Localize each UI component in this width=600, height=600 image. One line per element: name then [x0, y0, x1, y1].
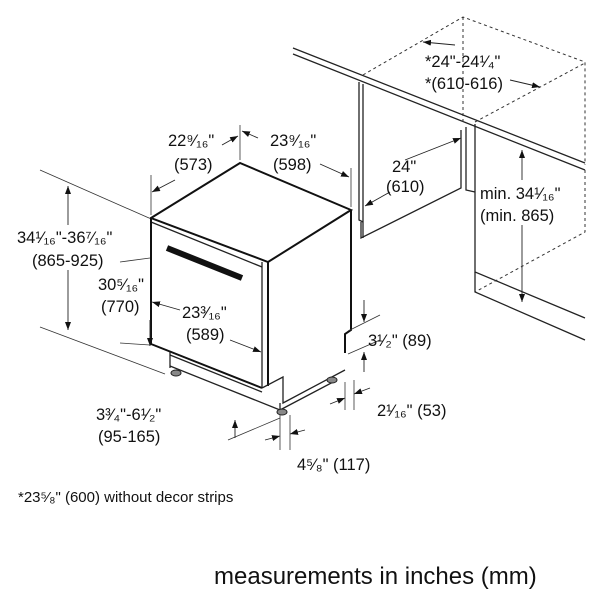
foot-setback: 4⁵⁄₈" (117) — [297, 456, 370, 474]
depth-top-mm: (573) — [174, 156, 213, 174]
cabinet-depth-inch: 24" — [392, 158, 416, 176]
dishwasher-unit — [148, 161, 354, 416]
door-width-inch: 23³⁄₁₆" — [182, 304, 227, 322]
door-width-mm: (589) — [186, 326, 225, 344]
foot-height-mm: (95-165) — [98, 428, 160, 446]
door-handle — [165, 245, 244, 281]
niche-height-inch: min. 34¹⁄₁₆" — [480, 185, 561, 203]
height-range-inch: 34¹⁄₁₆"-36⁷⁄₁₆" — [17, 229, 112, 247]
foot-height-inch: 3³⁄₄"-6¹⁄₂" — [96, 406, 161, 424]
cabinet-depth-mm: (610) — [386, 178, 425, 196]
niche-width-mm: *(610-616) — [425, 75, 503, 93]
foot — [170, 369, 182, 377]
door-height-inch: 30⁵⁄₁₆" — [98, 276, 144, 294]
width-top-inch: 23⁹⁄₁₆" — [270, 132, 316, 150]
height-range-mm: (865-925) — [32, 252, 104, 270]
niche-height-mm: (min. 865) — [480, 207, 554, 225]
toe-kick-depth: 2¹⁄₁₆" (53) — [377, 402, 446, 420]
cabinet-niche — [292, 16, 586, 341]
depth-top-inch: 22⁹⁄₁₆" — [168, 132, 214, 150]
footnote: *23⁵⁄₈" (600) without decor strips — [18, 489, 233, 506]
caption: measurements in inches (mm) — [214, 563, 537, 590]
toe-kick-height: 3¹⁄₂" (89) — [368, 332, 432, 350]
dimension-lines — [39, 39, 541, 450]
foot — [276, 408, 288, 416]
door-height-mm: (770) — [101, 298, 140, 316]
foot — [326, 376, 338, 384]
niche-width-inch: *24"-24¹⁄₄" — [425, 53, 500, 71]
width-top-mm: (598) — [273, 156, 312, 174]
